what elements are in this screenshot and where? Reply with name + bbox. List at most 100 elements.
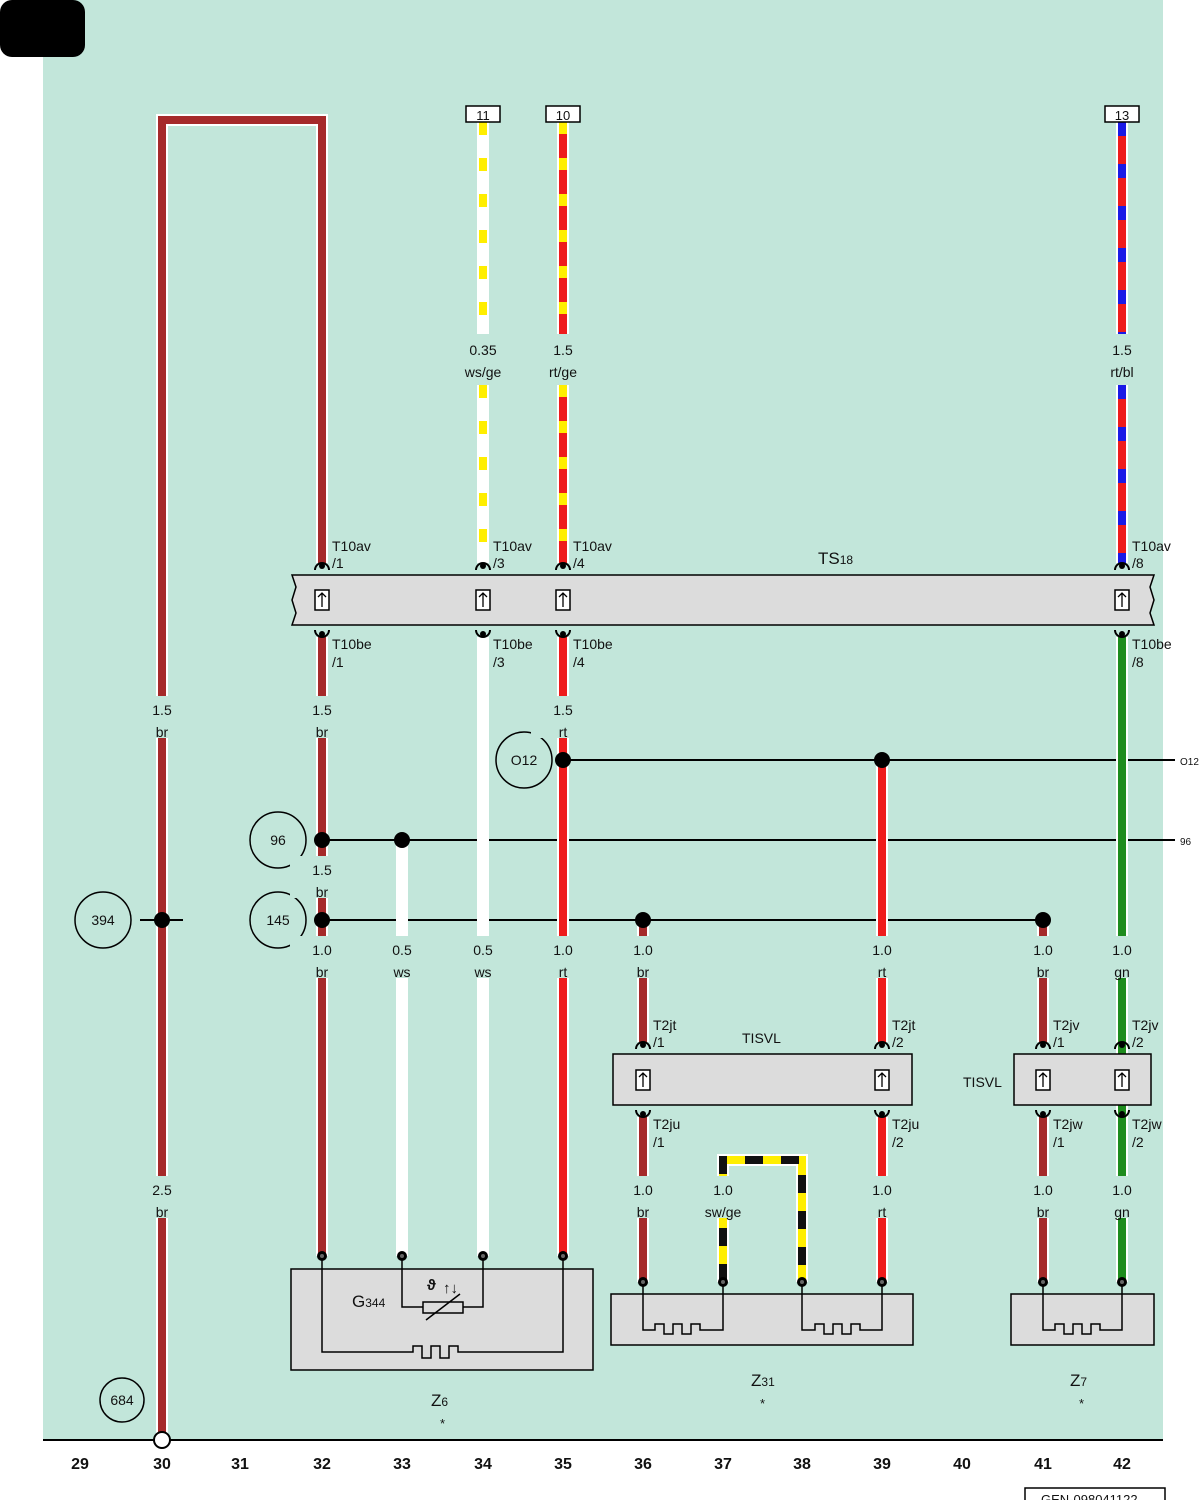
wire-label-size: 1.5 — [312, 702, 332, 718]
tisvl-left-pin-dot — [879, 1042, 885, 1048]
wire-label-bg — [451, 936, 515, 978]
wire-label-color: rt — [559, 724, 568, 740]
tisvl-left-body — [612, 1053, 913, 1106]
wire-label-bg — [451, 336, 515, 378]
column-number: 41 — [1034, 1456, 1052, 1473]
component-z7: Z7 * — [1010, 1282, 1155, 1411]
circle-ref-label: 96 — [270, 832, 286, 848]
connector-tisvl-left: TISVL — [612, 1030, 913, 1106]
tisvl-right-pin-dot — [1119, 1042, 1125, 1048]
wire-label-size: 1.0 — [1033, 1182, 1053, 1198]
z6-body — [290, 1268, 594, 1371]
circle-ref-label: 684 — [110, 1392, 134, 1408]
junction-dot — [314, 832, 330, 848]
tisvl-right-body — [1013, 1053, 1152, 1106]
wire-label-size: 1.5 — [553, 342, 573, 358]
ts18-pin-dot — [560, 631, 566, 637]
ts18-body — [290, 574, 1156, 626]
tisvl-right-pin-glyph — [1038, 1072, 1048, 1087]
tisvl-left-pin-top-number: /2 — [892, 1034, 904, 1050]
circle-ref-label: 394 — [91, 912, 115, 928]
tisvl-right-pin-bottom-label: T2jw — [1132, 1116, 1162, 1132]
g344-arrows-icon: ↑↓ — [443, 1280, 458, 1297]
z31-note: * — [760, 1396, 765, 1411]
ts18-pin-bottom-number: /4 — [573, 654, 585, 670]
z6-label: Z6 — [431, 1391, 448, 1410]
column-number: 36 — [634, 1456, 652, 1473]
wire-label-size: 1.0 — [872, 942, 892, 958]
ts18-pin-top-number: /1 — [332, 555, 344, 571]
z7-label: Z7 — [1070, 1371, 1087, 1390]
g344-temperature-icon: ϑ — [427, 1277, 436, 1294]
z7-body — [1010, 1293, 1155, 1346]
terminal-dot-center — [800, 1280, 804, 1284]
wire-label-size: 1.5 — [553, 702, 573, 718]
junction-dot — [874, 752, 890, 768]
ts18-pin-glyph — [558, 592, 568, 607]
ts18-pin-top-number: /8 — [1132, 555, 1144, 571]
top-ref-box — [465, 105, 501, 123]
wire-label-bg — [290, 936, 354, 978]
top-ref-box — [545, 105, 581, 123]
wire-label-color: br — [637, 964, 650, 980]
z31-heater-left — [642, 1282, 724, 1335]
wire-label-size: 1.0 — [1112, 942, 1132, 958]
wire-label-size: 1.0 — [553, 942, 573, 958]
circle-ref-label: 145 — [266, 912, 290, 928]
wire-label-color: br — [156, 1204, 169, 1220]
wire-label-color: br — [316, 884, 329, 900]
wire-label-color: br — [316, 724, 329, 740]
ts18-pin-top-number: /3 — [493, 555, 505, 571]
top-ref-box — [1104, 105, 1140, 123]
z6-note: * — [440, 1416, 445, 1431]
tisvl-right-pin-dot — [1119, 1111, 1125, 1117]
ground-terminal — [153, 1431, 171, 1449]
wire-label-color: rt — [878, 1204, 887, 1220]
ts18-pin-bottom-label: T10be — [1132, 636, 1172, 652]
column-number: 32 — [313, 1456, 331, 1473]
ts18-pin-bottom-label: T10be — [332, 636, 372, 652]
g344-sensor-loop — [401, 1256, 484, 1308]
tisvl-left-pin-bottom-label: T2ju — [892, 1116, 919, 1132]
circle-references: 394 96 145 O12 684 — [74, 731, 553, 1423]
document-id: GEN-098041122 — [1024, 1487, 1166, 1500]
top-ref-label: 13 — [1115, 108, 1129, 123]
tisvl-left-pin-bottom-number: /2 — [892, 1134, 904, 1150]
column-number: 33 — [393, 1456, 411, 1473]
wire-label-color: br — [156, 724, 169, 740]
wire-label-bg — [1011, 1176, 1075, 1218]
terminal-dot-center — [320, 1254, 324, 1258]
wire-label-size: 0.5 — [392, 942, 412, 958]
tisvl-left-pin-top-label: T2jt — [653, 1017, 676, 1033]
wire-label-size: 1.0 — [633, 942, 653, 958]
wire-label-color: rt/bl — [1110, 364, 1133, 380]
wire-label-color: ws — [473, 964, 491, 980]
document-id-box — [1024, 1487, 1166, 1500]
wire-30 — [158, 116, 326, 1440]
wire-label-size: 1.0 — [633, 1182, 653, 1198]
wire-label-size: 1.0 — [1033, 942, 1053, 958]
wire-label-size: 0.5 — [473, 942, 493, 958]
component-terminals — [317, 1251, 1127, 1287]
circle-ref-label: O12 — [511, 752, 538, 768]
ts18-pin-dot — [319, 631, 325, 637]
tisvl-right-pin-top-label: T2jv — [1053, 1017, 1079, 1033]
wire-label-color: br — [1037, 964, 1050, 980]
circle-ref-O12 — [495, 731, 553, 789]
component-z31: Z31 * — [610, 1282, 914, 1411]
wire-label-color: br — [637, 1204, 650, 1220]
junction-dot — [555, 752, 571, 768]
wire-label-bg — [1090, 936, 1154, 978]
tisvl-right-pin-dot — [1040, 1042, 1046, 1048]
junction-dot — [314, 912, 330, 928]
wire-label-color: rt — [878, 964, 887, 980]
tisvl-right-pin-top-label: T2jv — [1132, 1017, 1158, 1033]
wire-label-bg — [611, 936, 675, 978]
ts18-pin-bottom-number: /3 — [493, 654, 505, 670]
wire-label-bg — [1011, 936, 1075, 978]
ts18-pin-dot — [480, 563, 486, 569]
column-number: 35 — [554, 1456, 572, 1473]
wire-label-size: 1.0 — [872, 1182, 892, 1198]
g344-thermistor-slash — [425, 1293, 461, 1321]
